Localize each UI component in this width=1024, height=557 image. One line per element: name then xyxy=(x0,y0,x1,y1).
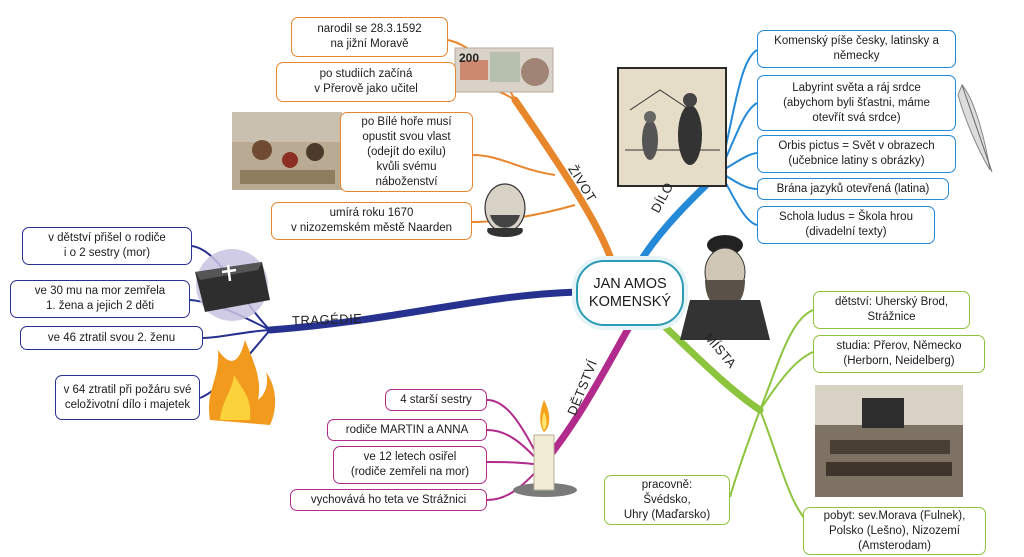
detstvi-branch-lines xyxy=(486,318,636,501)
zivot-node-teacher: po studiích začíná v Přerově jako učitel xyxy=(276,62,456,102)
comenius-portrait-image xyxy=(680,235,770,340)
battle-painting-image xyxy=(232,112,342,190)
banknote-image: 200 xyxy=(454,47,554,93)
labyrinth-woodcut-image xyxy=(617,67,727,187)
zivot-node-exile: po Bílé hoře musí opustit svou vlast (od… xyxy=(340,112,473,192)
classroom-photo-image xyxy=(815,385,963,497)
zivot-node-death: umírá roku 1670 v nizozemském městě Naar… xyxy=(271,202,472,240)
detstvi-node-orphaned: ve 12 letech osiřel (rodiče zemřeli na m… xyxy=(333,446,487,484)
dilo-node-labyrint: Labyrint světa a ráj srdce (abychom byli… xyxy=(757,75,956,131)
old-portrait-sketch xyxy=(484,183,526,237)
mista-node-childhood: dětství: Uherský Brod, Strážnice xyxy=(813,291,970,329)
branch-label-tragedie: TRAGÉDIE xyxy=(291,310,363,329)
dilo-node-orbis-pictus: Orbis pictus = Svět v obrazech (učebnice… xyxy=(757,135,956,173)
quill-feather-image xyxy=(957,84,993,173)
tragedie-node-second-wife: ve 46 ztratil svou 2. ženu xyxy=(20,326,203,350)
tragedie-node-parents: v dětství přišel o rodiče i o 2 sestry (… xyxy=(22,227,192,265)
mista-node-work: pracovně: Švédsko, Uhry (Maďarsko) xyxy=(604,475,730,525)
dilo-node-schola-ludus: Schola ludus = Škola hrou (divadelní tex… xyxy=(757,206,935,244)
candle-image xyxy=(513,400,577,497)
mista-node-studies: studia: Přerov, Německo (Herborn, Neidel… xyxy=(813,335,985,373)
detstvi-node-aunt: vychovává ho teta ve Strážnici xyxy=(290,489,487,511)
tragedie-node-first-wife: ve 30 mu na mor zemřela 1. žena a jejich… xyxy=(10,280,190,318)
mista-node-stay: pobyt: sev.Morava (Fulnek), Polsko (Lešn… xyxy=(803,507,986,555)
tragedie-node-fire: v 64 ztratil při požáru své celoživotní … xyxy=(55,375,200,420)
zivot-node-birth: narodil se 28.3.1592 na jižní Moravě xyxy=(291,17,448,57)
mista-branch-lines xyxy=(656,309,814,528)
fire-image xyxy=(208,340,276,425)
central-topic: JAN AMOS KOMENSKÝ xyxy=(576,260,684,326)
coffin-image xyxy=(195,249,270,321)
dilo-node-brana-jazyku: Brána jazyků otevřená (latina) xyxy=(757,178,949,200)
detstvi-node-sisters: 4 starší sestry xyxy=(385,389,487,411)
dilo-node-languages: Komenský píše česky, latinsky a německy xyxy=(757,30,956,68)
detstvi-node-parents: rodiče MARTIN a ANNA xyxy=(327,419,487,441)
banknote-value: 200 xyxy=(459,51,479,65)
